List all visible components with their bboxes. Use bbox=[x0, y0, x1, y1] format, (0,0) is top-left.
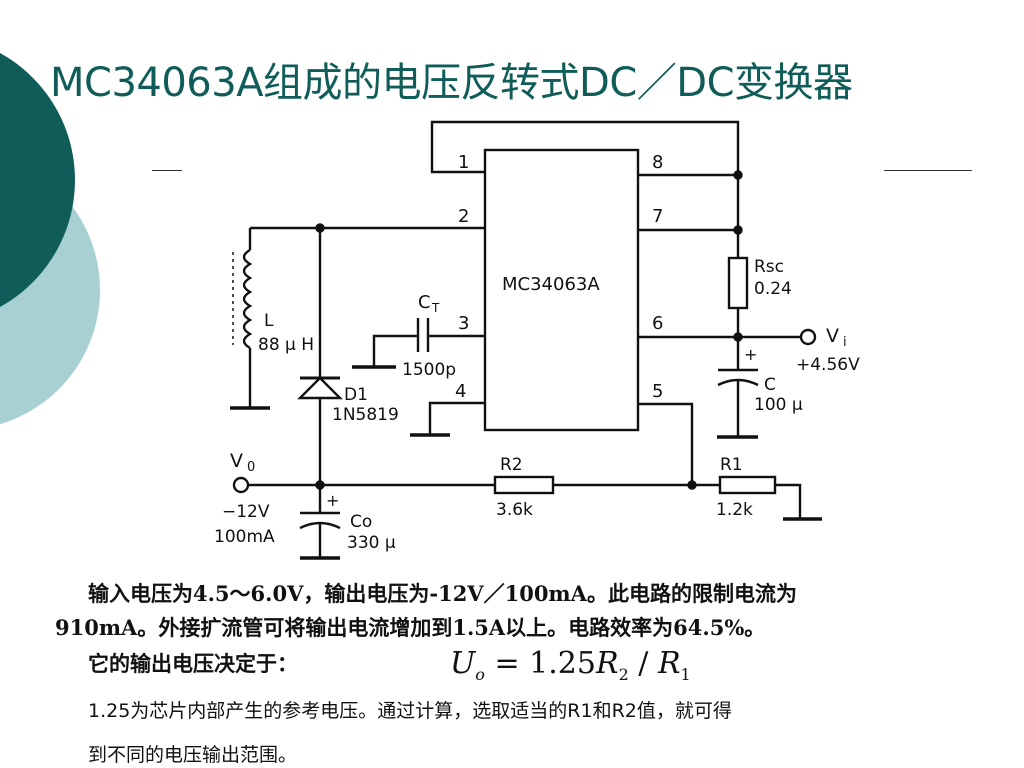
pin5-wire bbox=[638, 402, 694, 485]
r1-name: R1 bbox=[720, 455, 743, 475]
inductor-l bbox=[242, 248, 253, 350]
co-plate-bottom bbox=[299, 521, 341, 530]
vo-value: −12V bbox=[222, 502, 270, 522]
vi-value: +4.56V bbox=[796, 355, 860, 375]
description-line-1: 输入电压为4.5～6.0V，输出电压为-12V／100mA。此电路的限制电流为 bbox=[88, 581, 797, 606]
description-line-5: 到不同的电压输出范围。 bbox=[88, 744, 298, 766]
ic-body bbox=[483, 148, 640, 432]
ct-name: C bbox=[418, 292, 431, 313]
vo-name: V bbox=[230, 450, 243, 472]
left-divider bbox=[152, 170, 182, 171]
formula-lhs: U bbox=[450, 646, 476, 681]
d1-name: D1 bbox=[344, 385, 368, 405]
dark-teal-circle bbox=[0, 53, 75, 307]
pin-6-label: 6 bbox=[652, 313, 663, 334]
vi-name: V bbox=[826, 325, 839, 347]
co-value: 330 μ bbox=[347, 533, 396, 553]
description-line-2: 910mA。外接扩流管可将输出电流增加到1.5A以上。电路效率为64.5%。 bbox=[55, 615, 766, 640]
r2-resistor bbox=[493, 475, 555, 495]
c-name: C bbox=[764, 375, 776, 395]
r1-value: 1.2k bbox=[716, 500, 753, 520]
description-line-3: 它的输出电压决定于： bbox=[88, 651, 298, 676]
formula-r2-sub: 2 bbox=[618, 665, 629, 684]
ct-value: 1500p bbox=[402, 360, 456, 380]
rsc-value: 0.24 bbox=[754, 279, 792, 299]
pin-2-label: 2 bbox=[458, 206, 469, 227]
vo-current: 100mA bbox=[214, 527, 275, 547]
r2-value: 3.6k bbox=[496, 500, 533, 520]
co-name: Co bbox=[350, 512, 372, 532]
ic-label: MC34063A bbox=[502, 274, 600, 295]
vi-terminal bbox=[799, 328, 817, 346]
slide-title: MC34063A组成的电压反转式DC／DC变换器 bbox=[50, 60, 853, 106]
output-voltage-formula: Uo = 1.25R2 / R1 bbox=[450, 646, 691, 684]
l-value: 88 μ H bbox=[258, 335, 314, 355]
pin4-wire bbox=[428, 401, 485, 435]
ct-ground-wire bbox=[372, 334, 418, 367]
vo-sub: 0 bbox=[247, 460, 255, 475]
pin-3-label: 3 bbox=[458, 313, 469, 334]
rsc-resistor bbox=[727, 256, 749, 310]
ct-sub: T bbox=[431, 301, 440, 315]
c-plate-bottom bbox=[717, 378, 759, 387]
formula-slash: / bbox=[628, 646, 658, 681]
right-divider bbox=[884, 170, 972, 171]
c-polarity: + bbox=[744, 345, 757, 364]
pin-1-label: 1 bbox=[458, 152, 469, 173]
rsc-name: Rsc bbox=[754, 257, 784, 277]
formula-r1-sub: 1 bbox=[680, 665, 691, 684]
vi-sub: i bbox=[843, 335, 847, 350]
diode-d1 bbox=[297, 376, 343, 400]
pin-8-label: 8 bbox=[652, 152, 663, 173]
c-value: 100 μ bbox=[754, 395, 803, 415]
formula-coef: 1.25 bbox=[529, 646, 596, 681]
pin-5-label: 5 bbox=[652, 381, 663, 402]
r1-resistor bbox=[718, 475, 777, 495]
d1-part: 1N5819 bbox=[332, 405, 399, 425]
formula-r2: R bbox=[595, 646, 619, 681]
pin-7-label: 7 bbox=[652, 206, 663, 227]
description-line-4: 1.25为芯片内部产生的参考电压。通过计算，选取适当的R1和R2值，就可得 bbox=[88, 700, 732, 722]
vo-terminal bbox=[232, 476, 250, 494]
formula-eq: = bbox=[494, 646, 520, 681]
formula-r1: R bbox=[657, 646, 681, 681]
formula-lhs-sub: o bbox=[475, 665, 485, 684]
r2-name: R2 bbox=[500, 455, 523, 475]
r1-ground-wire bbox=[775, 483, 802, 519]
co-polarity: + bbox=[326, 491, 339, 510]
l-name: L bbox=[264, 311, 274, 331]
pin1-loop-wire bbox=[430, 120, 740, 175]
pin-4-label: 4 bbox=[455, 381, 466, 402]
